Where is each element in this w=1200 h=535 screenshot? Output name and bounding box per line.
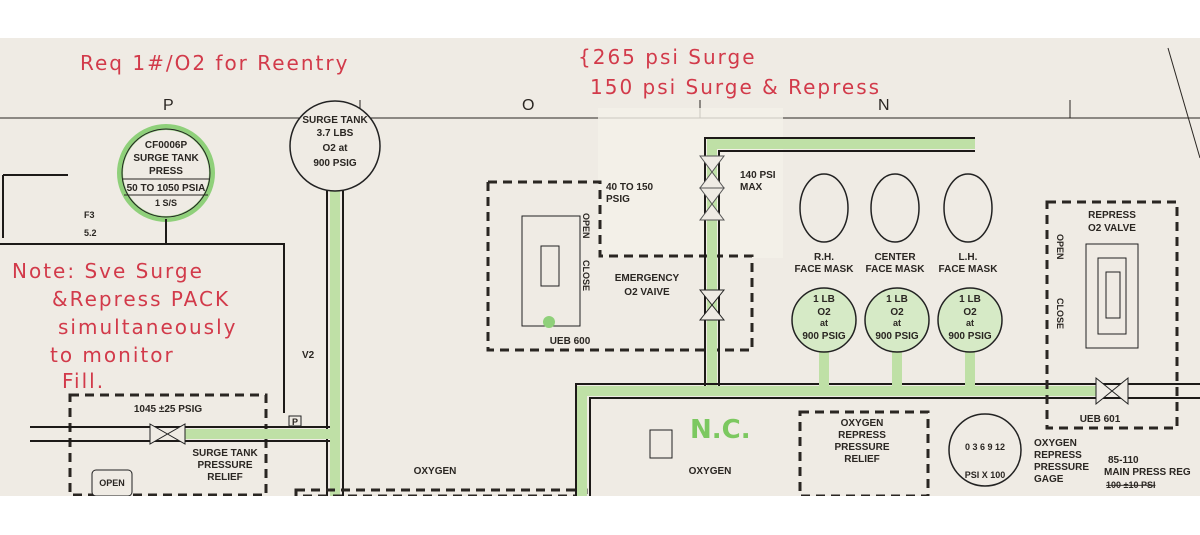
svg-text:O2 at: O2 at: [322, 143, 348, 154]
svg-text:40 TO 150: 40 TO 150: [606, 182, 654, 193]
svg-text:PSI X 100: PSI X 100: [965, 470, 1006, 480]
svg-text:FACE MASK: FACE MASK: [866, 264, 926, 275]
schematic-sheet: P O N Req 1#/O2 for Reentry {265 psi Sur…: [0, 38, 1200, 496]
svg-text:R.H.: R.H.: [814, 252, 834, 263]
surge-tank: SURGE TANK 3.7 LBS O2 at 900 PSIG: [289, 100, 381, 496]
reentry-note: Req 1#/O2 for Reentry: [80, 51, 349, 75]
svg-text:OPEN: OPEN: [1055, 234, 1065, 260]
svg-text:REPRESS: REPRESS: [1034, 450, 1082, 461]
svg-text:OXYGEN: OXYGEN: [1034, 438, 1077, 449]
surge-tank-press-gauge: CF0006P SURGE TANK PRESS 50 TO 1050 PSIA…: [117, 124, 215, 222]
svg-text:900 PSIG: 900 PSIG: [948, 331, 992, 342]
svg-text:SURGE TANK: SURGE TANK: [133, 153, 199, 164]
open-button[interactable]: [91, 469, 133, 496]
svg-text:P: P: [292, 417, 298, 427]
svg-text:Fill.: Fill.: [62, 369, 105, 393]
svg-text:5.2: 5.2: [84, 228, 97, 238]
svg-text:REPRESS: REPRESS: [838, 430, 886, 441]
svg-text:EMERGENCY: EMERGENCY: [615, 273, 680, 284]
grid-col-o: O: [522, 97, 534, 114]
svg-text:0 3 6 9 12: 0 3 6 9 12: [965, 442, 1005, 452]
svg-text:85-110: 85-110: [1108, 455, 1139, 466]
svg-text:PRESS: PRESS: [149, 166, 183, 177]
svg-text:MAX: MAX: [740, 182, 763, 193]
svg-text:CF0006P: CF0006P: [145, 140, 188, 151]
svg-text:SURGE TANK: SURGE TANK: [302, 115, 368, 126]
svg-text:PRESSURE: PRESSURE: [197, 460, 252, 471]
repress-note: 150 psi Surge & Repress: [590, 75, 881, 99]
repress-pressure-gage: 0 3 6 9 12 PSI X 100: [948, 413, 1022, 487]
svg-text:Note: Sve Surge: Note: Sve Surge: [12, 259, 204, 283]
svg-text:at: at: [820, 318, 828, 328]
grid-col-n: N: [878, 97, 890, 114]
svg-text:O2: O2: [890, 307, 904, 318]
oxygen-schematic: P O N Req 1#/O2 for Reentry {265 psi Sur…: [0, 45, 1200, 496]
svg-text:simultaneously: simultaneously: [58, 315, 238, 339]
svg-text:REPRESS: REPRESS: [1088, 210, 1136, 221]
svg-text:O2 VALVE: O2 VALVE: [1088, 223, 1136, 234]
svg-text:1 LB: 1 LB: [959, 294, 981, 305]
svg-text:OPEN: OPEN: [99, 478, 125, 488]
svg-text:at: at: [966, 318, 974, 328]
svg-text:to monitor: to monitor: [50, 343, 175, 367]
svg-text:140 PSI: 140 PSI: [740, 170, 776, 181]
grid-col-p: P: [163, 97, 174, 114]
svg-text:O2: O2: [963, 307, 977, 318]
svg-text:3.7 LBS: 3.7 LBS: [317, 128, 354, 139]
svg-text:1 S/S: 1 S/S: [155, 198, 177, 208]
svg-text:50 TO 1050 PSIA: 50 TO 1050 PSIA: [127, 183, 206, 194]
face-masks: R.H. FACE MASK CENTER FACE MASK L.H. FAC…: [795, 173, 999, 275]
svg-text:PRESSURE: PRESSURE: [834, 442, 889, 453]
svg-text:1 LB: 1 LB: [886, 294, 908, 305]
svg-text:SURGE TANK: SURGE TANK: [192, 448, 258, 459]
svg-text:900 PSIG: 900 PSIG: [313, 158, 357, 169]
svg-text:900 PSIG: 900 PSIG: [802, 331, 846, 342]
struck-setting: 100 ±10 PSI: [1106, 480, 1155, 490]
v2-label: V2: [302, 350, 315, 361]
svg-text:OXYGEN: OXYGEN: [841, 418, 884, 429]
svg-text:O2 VAIVE: O2 VAIVE: [624, 287, 670, 298]
svg-text:900 PSIG: 900 PSIG: [875, 331, 919, 342]
svg-text:RELIEF: RELIEF: [844, 454, 880, 465]
svg-text:FACE MASK: FACE MASK: [939, 264, 999, 275]
svg-text:OPEN: OPEN: [581, 213, 591, 239]
svg-text:PSIG: PSIG: [606, 194, 630, 205]
svg-text:GAGE: GAGE: [1034, 474, 1064, 485]
svg-text:FACE MASK: FACE MASK: [795, 264, 855, 275]
check-valve: [649, 429, 673, 459]
svg-text:O2: O2: [817, 307, 831, 318]
small-o2-tanks: 1 LB O2 at 900 PSIG 1 LB O2 at 900 PSIG …: [791, 287, 1003, 388]
relief-setting: 1045 ±25 PSIG: [134, 404, 203, 415]
oxygen-label: OXYGEN: [414, 466, 457, 477]
svg-text:MAIN PRESS REG: MAIN PRESS REG: [1104, 467, 1191, 478]
svg-text:UEB 600: UEB 600: [550, 336, 591, 347]
pressure-transducer: [288, 415, 302, 427]
svg-text:UEB 601: UEB 601: [1080, 414, 1121, 425]
tape-patch: [598, 108, 783, 258]
svg-text:CLOSE: CLOSE: [1055, 298, 1065, 329]
repress-valve-switch[interactable]: [1085, 243, 1139, 349]
svg-text:CLOSE: CLOSE: [581, 260, 591, 291]
surge-note: {265 psi Surge: [578, 45, 757, 69]
nc-mark: N.C.: [690, 415, 751, 445]
svg-text:PRESSURE: PRESSURE: [1034, 462, 1089, 473]
svg-text:OXYGEN: OXYGEN: [689, 466, 732, 477]
svg-text:RELIEF: RELIEF: [207, 472, 243, 483]
emergency-valve[interactable]: [698, 289, 726, 321]
svg-text:at: at: [893, 318, 901, 328]
svg-text:CENTER: CENTER: [874, 252, 916, 263]
svg-text:1 LB: 1 LB: [813, 294, 835, 305]
svg-text:L.H.: L.H.: [959, 252, 978, 263]
svg-text:&Repress PACK: &Repress PACK: [52, 287, 230, 311]
f-marker: F3: [84, 210, 95, 220]
fill-note: Note: Sve Surge &Repress PACK simultaneo…: [12, 259, 238, 393]
